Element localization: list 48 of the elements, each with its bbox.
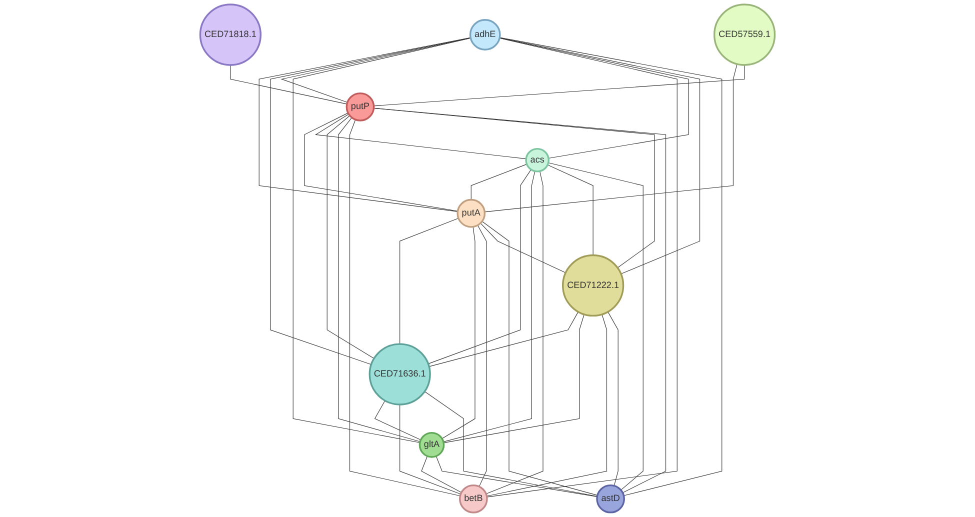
connector <box>270 37 471 365</box>
node-circle: putP <box>346 92 375 122</box>
node-circle: CED71222.1 <box>562 254 624 317</box>
connector <box>373 108 666 494</box>
connector <box>470 164 528 200</box>
connector <box>428 169 532 364</box>
connector <box>421 456 462 493</box>
connector <box>428 312 578 367</box>
node-circle: betB <box>459 484 488 514</box>
connector <box>374 400 422 440</box>
connector <box>258 37 471 212</box>
connector <box>547 164 594 256</box>
connector <box>424 391 598 497</box>
connector <box>442 226 476 439</box>
connector <box>350 119 460 496</box>
node-circle: acs <box>525 148 550 172</box>
connector <box>499 37 700 274</box>
connector <box>499 37 722 496</box>
node-circle: putA <box>456 198 486 228</box>
connector <box>484 64 738 212</box>
connector <box>499 38 689 159</box>
connector <box>548 162 644 490</box>
connector <box>436 456 598 497</box>
connector <box>280 38 471 103</box>
node-circle: CED71818.1 <box>199 4 262 66</box>
connector <box>482 221 598 496</box>
connector <box>480 222 566 274</box>
node-circle: adhE <box>469 19 501 50</box>
connector <box>292 38 471 443</box>
connector <box>443 170 536 442</box>
node-circle: CED71636.1 <box>368 343 431 406</box>
connector <box>338 117 420 442</box>
connector <box>400 404 461 494</box>
connector <box>304 112 458 212</box>
connector <box>374 64 745 106</box>
connector <box>326 115 374 359</box>
node-circle: CED57559.1 <box>713 4 776 66</box>
connector <box>608 312 618 486</box>
connector <box>486 38 678 498</box>
connector <box>486 314 608 496</box>
connector <box>230 64 348 104</box>
node-circle: gltA <box>418 432 445 458</box>
connector <box>486 170 544 494</box>
connector <box>443 314 584 444</box>
connector <box>400 218 459 344</box>
connector <box>314 114 526 160</box>
node-circle: astD <box>596 484 625 514</box>
connector <box>477 224 487 487</box>
